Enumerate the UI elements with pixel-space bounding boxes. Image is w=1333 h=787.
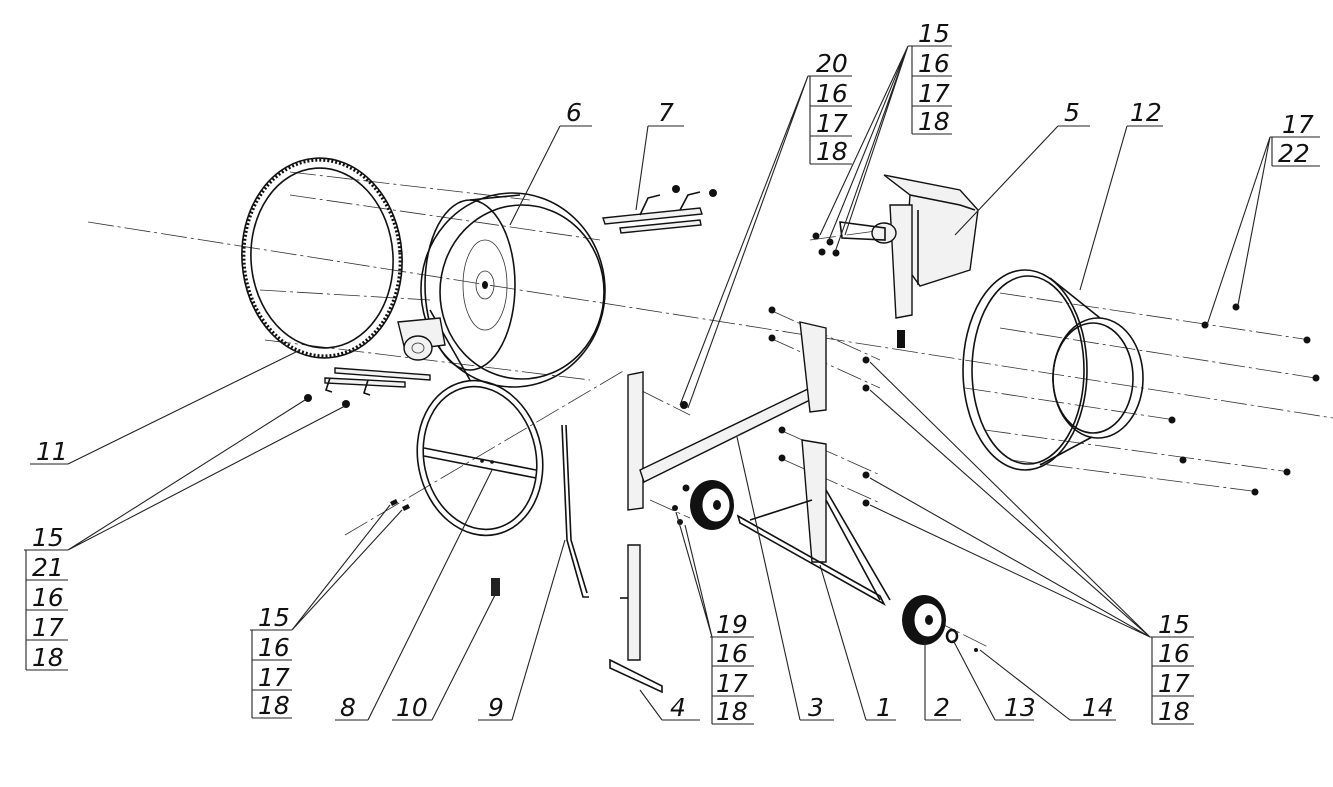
- callout-8: 8: [340, 693, 356, 722]
- stack-label: 17: [816, 109, 848, 138]
- callout-5: 5: [1064, 98, 1080, 127]
- stack-label: 16: [258, 633, 290, 662]
- callout-1: 1: [876, 693, 892, 722]
- stack-label: 16: [32, 583, 64, 612]
- stack-label: 15: [32, 523, 64, 552]
- wheel-right-part: [902, 595, 959, 645]
- callout-4: 4: [670, 693, 686, 722]
- wheel-ring-part: [390, 379, 544, 537]
- callout-labels: 6 7 5 12 11 8 10 9 4 3 1 2 13 14: [36, 98, 1162, 722]
- callout-stack-far-right: 17 22: [1270, 110, 1320, 168]
- callout-stack-left-small: 15 16 17 18: [250, 603, 292, 720]
- stack-label: 15: [918, 19, 950, 48]
- ring-gear-part: [241, 157, 403, 359]
- wheel-left-part: [690, 480, 734, 530]
- stack-label: 18: [918, 107, 950, 136]
- stack-label: 18: [258, 691, 290, 720]
- assembly-axes: [87, 171, 1333, 649]
- blade-strip-part: [602, 185, 717, 234]
- rear-frame-part: [736, 439, 891, 606]
- callout-stack-left-big: 15 21 16 17 18: [24, 523, 68, 672]
- stack-label: 18: [32, 643, 64, 672]
- callout-10: 10: [396, 693, 428, 722]
- handle-rod-part: [561, 424, 589, 598]
- drum-top-part: [962, 269, 1144, 471]
- main-frame-part: [627, 321, 827, 511]
- stack-label: 17: [32, 613, 64, 642]
- stack-label: 19: [716, 610, 748, 639]
- stack-label: 17: [918, 79, 950, 108]
- leader-lines: [30, 45, 1271, 721]
- stack-label: 22: [1278, 139, 1310, 168]
- stack-label: 16: [918, 49, 950, 78]
- stack-label: 18: [816, 137, 848, 166]
- spring-part: [491, 578, 500, 596]
- callout-9: 9: [488, 693, 504, 722]
- lower-strip-part: [304, 367, 431, 408]
- stack-label: 18: [1158, 697, 1190, 726]
- callout-stack-bottom-right: 15 16 17 18: [1150, 610, 1194, 726]
- callout-11: 11: [36, 437, 68, 466]
- stack-label: 16: [816, 79, 848, 108]
- callout-7: 7: [658, 98, 674, 127]
- callout-12: 12: [1130, 98, 1162, 127]
- callout-6: 6: [566, 98, 582, 127]
- callout-13: 13: [1004, 693, 1036, 722]
- stack-label: 18: [716, 697, 748, 726]
- stack-label: 15: [1158, 610, 1190, 639]
- callout-3: 3: [808, 693, 824, 722]
- stack-label: 20: [816, 49, 848, 78]
- fasteners: [672, 232, 1320, 652]
- callout-2: 2: [934, 693, 950, 722]
- callout-14: 14: [1082, 693, 1114, 722]
- stack-label: 17: [1282, 110, 1314, 139]
- stack-label: 16: [1158, 639, 1190, 668]
- motor-gearbox-part: [839, 174, 979, 348]
- callout-stack-bottom-mid: 19 16 17 18: [710, 610, 754, 726]
- stack-label: 21: [32, 553, 64, 582]
- stack-label: 17: [1158, 669, 1190, 698]
- stack-label: 15: [258, 603, 290, 632]
- stack-label: 17: [258, 663, 290, 692]
- callout-stack-top-right-a: 15 16 17 18: [908, 19, 952, 136]
- stack-label: 17: [716, 669, 748, 698]
- callout-stack-top-b: 20 16 17 18: [808, 49, 852, 166]
- stack-label: 16: [716, 639, 748, 668]
- stand-leg-part: [609, 544, 663, 694]
- drum-bottom-part: [397, 192, 606, 388]
